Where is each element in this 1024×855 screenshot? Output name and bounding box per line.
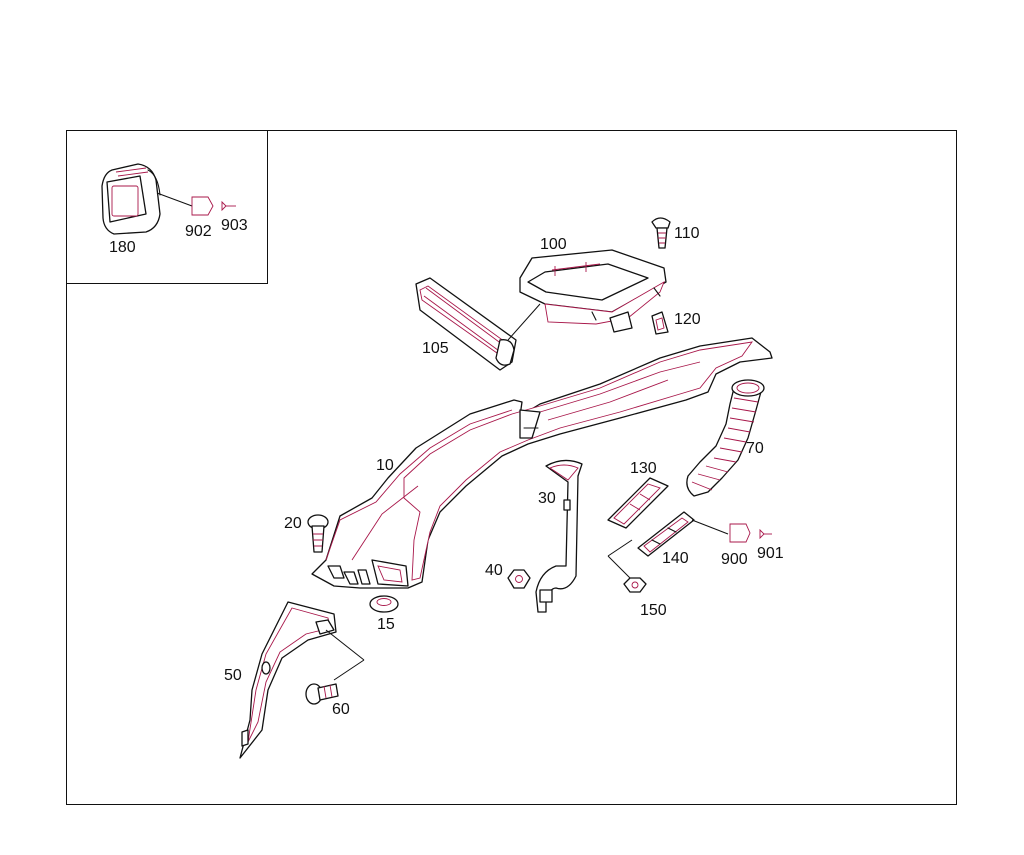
part-60-push-pin[interactable]: [305, 683, 339, 705]
label-70: 70: [746, 440, 764, 457]
label-110: 110: [674, 225, 700, 242]
label-130: 130: [630, 460, 657, 477]
part-30-elbow-duct[interactable]: [535, 459, 583, 613]
part-105-trim-strip[interactable]: [415, 277, 517, 371]
diagram-frame: [66, 130, 957, 805]
label-901: 901: [757, 545, 784, 562]
part-40-nut[interactable]: [507, 569, 531, 589]
part-110-screw[interactable]: [651, 217, 671, 249]
part-20-push-pin[interactable]: [307, 514, 329, 553]
part-901-screw[interactable]: [759, 528, 772, 540]
label-900: 900: [721, 551, 748, 568]
label-903: 903: [221, 217, 248, 234]
label-10: 10: [376, 457, 394, 474]
part-15-grommet[interactable]: [369, 595, 399, 613]
label-150: 150: [640, 602, 667, 619]
part-100-tray[interactable]: [519, 249, 667, 333]
part-180-cup-holder[interactable]: [101, 163, 161, 235]
label-60: 60: [332, 701, 350, 718]
part-50-lower-trim[interactable]: [239, 601, 337, 759]
part-70-flex-hose[interactable]: [686, 379, 765, 497]
label-902: 902: [185, 223, 212, 240]
label-15: 15: [377, 616, 395, 633]
label-40: 40: [485, 562, 503, 579]
part-120-clip[interactable]: [651, 311, 669, 335]
label-20: 20: [284, 515, 302, 532]
label-30: 30: [538, 490, 556, 507]
part-130-bracket[interactable]: [607, 477, 669, 529]
label-140: 140: [662, 550, 689, 567]
part-10-main-duct[interactable]: [311, 337, 773, 589]
label-50: 50: [224, 667, 242, 684]
inset-frame: [66, 130, 268, 284]
part-902-clip[interactable]: [191, 196, 214, 216]
label-120: 120: [674, 311, 701, 328]
part-150-nut[interactable]: [623, 577, 647, 593]
label-100: 100: [540, 236, 567, 253]
label-180: 180: [109, 239, 136, 256]
label-105: 105: [422, 340, 449, 357]
part-140-bracket[interactable]: [637, 511, 695, 557]
part-900-clip[interactable]: [729, 523, 751, 543]
part-903-screw[interactable]: [221, 200, 236, 212]
